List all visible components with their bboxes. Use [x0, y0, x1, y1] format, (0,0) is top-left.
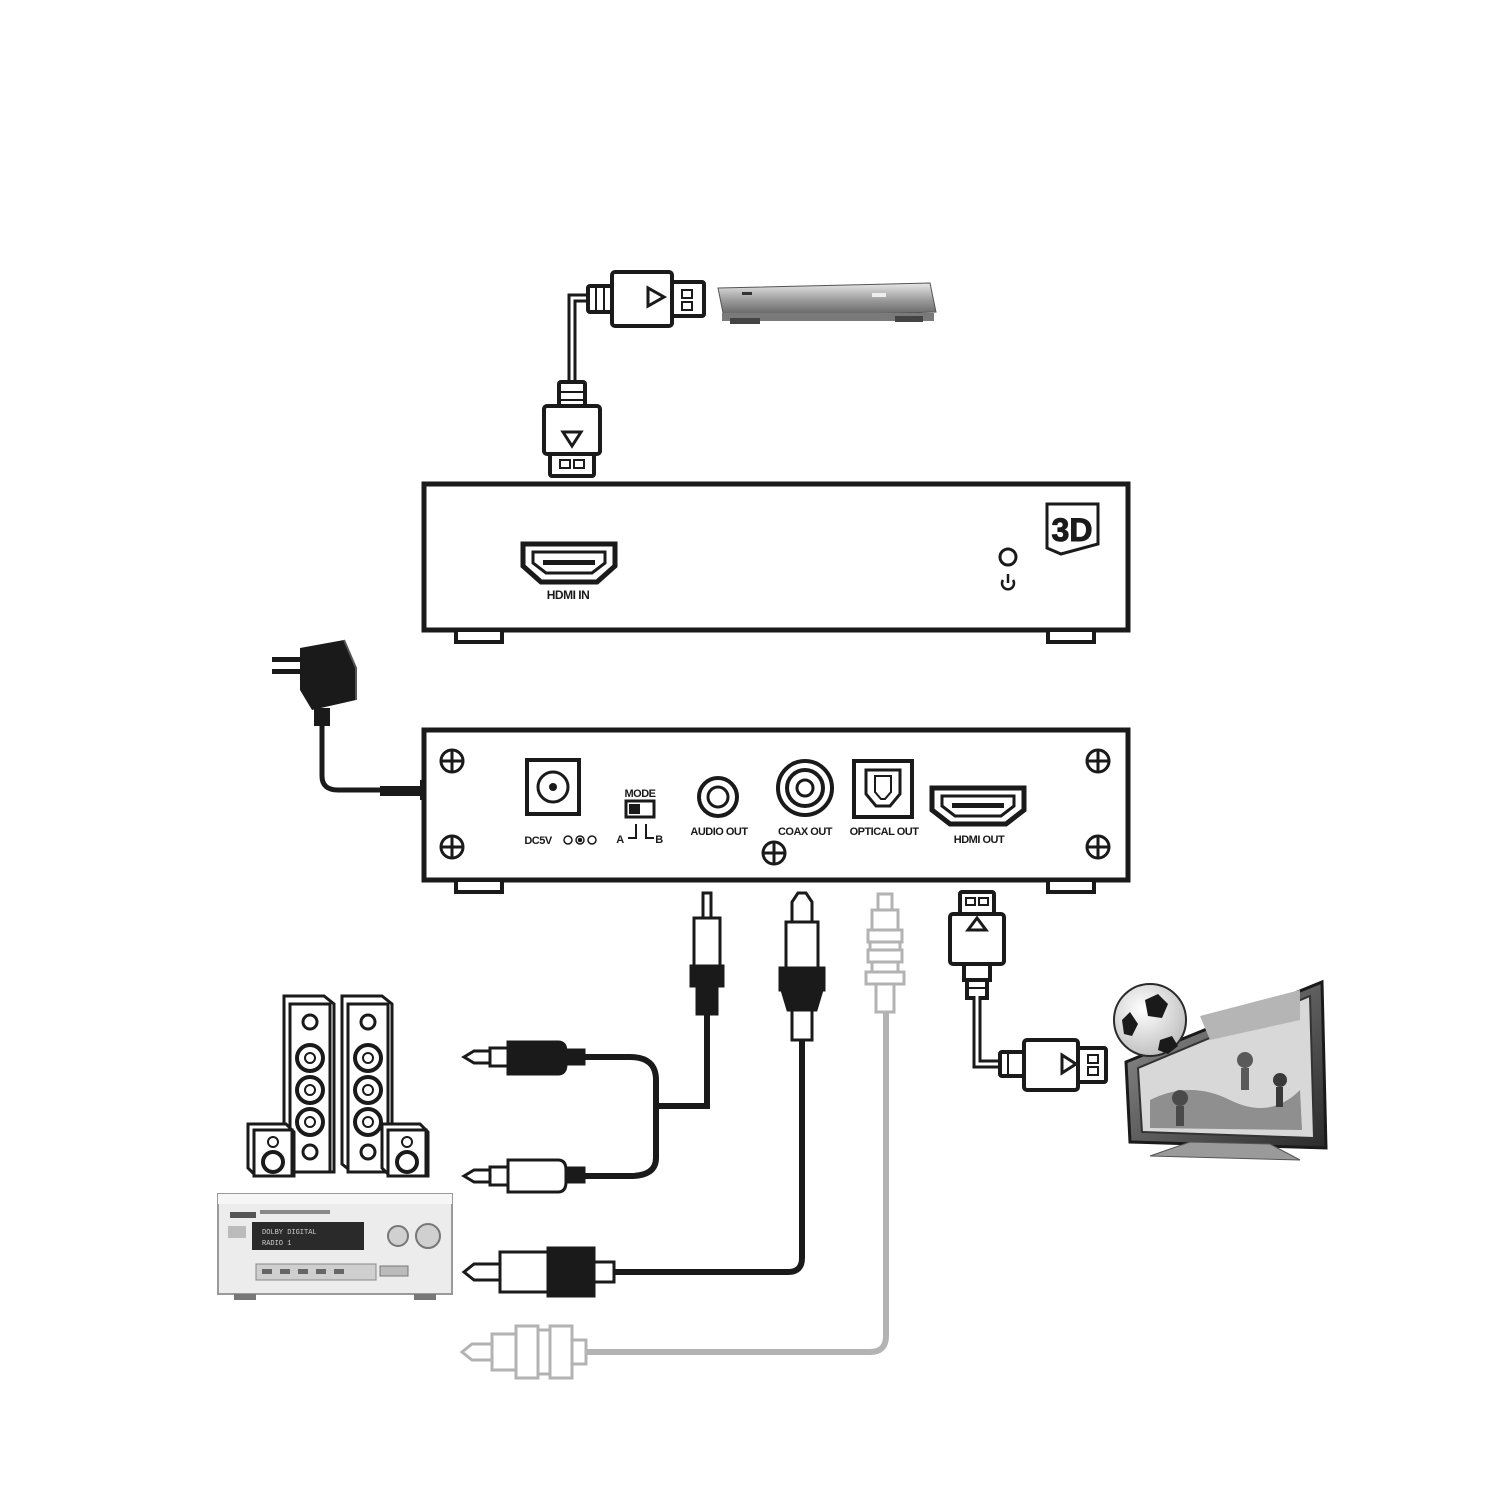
- audio-35mm-plug: [689, 891, 725, 1016]
- power-icon: [1000, 574, 1016, 591]
- hdmi-plug-input-end: [542, 380, 602, 478]
- optical-cable: [585, 1012, 889, 1355]
- hdmi-plug-output-top: [948, 890, 1006, 1000]
- hdmi-input-cable: [567, 293, 590, 392]
- hdmi-plug-tv-end: [998, 1038, 1108, 1092]
- bluray-player: [717, 282, 937, 324]
- optical-out-jack[interactable]: [852, 759, 914, 819]
- screw-top-right: [1085, 748, 1111, 774]
- coax-out-label: COAX OUT: [778, 826, 833, 838]
- 3d-badge-text: 3D: [1052, 512, 1093, 548]
- soccer-ball-icon: [1113, 983, 1187, 1057]
- rca-plug-left-black: [461, 1040, 586, 1076]
- power-adapter: [272, 639, 357, 726]
- audio-out-jack[interactable]: [697, 776, 739, 818]
- hdmi-plug-player-end: [586, 270, 706, 328]
- screw-bottom-center: [761, 840, 787, 866]
- screw-bottom-right: [1085, 834, 1111, 860]
- dc-power-label: DC5V: [524, 835, 553, 847]
- speaker-satellite-left: [246, 1122, 296, 1178]
- coax-rca-plug-top: [778, 891, 826, 1042]
- screw-top-left: [439, 748, 465, 774]
- speaker-satellite-right: [380, 1122, 430, 1178]
- polarity-icon: [563, 835, 597, 845]
- power-led: [998, 547, 1018, 567]
- television: [1124, 979, 1328, 1161]
- dc-power-jack[interactable]: [525, 758, 581, 816]
- audio-out-label: AUDIO OUT: [690, 826, 748, 838]
- av-receiver: DOLBY DIGITAL RADIO 1: [217, 1193, 453, 1300]
- optical-plug-bottom: [459, 1324, 588, 1380]
- receiver-display-line2: RADIO 1: [262, 1240, 291, 1248]
- screw-bottom-left: [439, 834, 465, 860]
- 3d-badge: 3D: [1045, 502, 1100, 556]
- optical-plug-top: [864, 892, 906, 1014]
- hdmi-out-label: HDMI OUT: [954, 834, 1005, 846]
- coax-out-jack[interactable]: [776, 759, 834, 817]
- hdmi-in-label: HDMI IN: [547, 588, 590, 602]
- receiver-display-line1: DOLBY DIGITAL: [262, 1229, 317, 1237]
- mode-b-label: B: [655, 834, 663, 846]
- coax-rca-plug-bottom: [461, 1246, 616, 1298]
- audio-split-cable: [580, 1012, 710, 1179]
- mode-label: MODE: [625, 788, 656, 800]
- mode-switch[interactable]: [624, 799, 656, 839]
- coax-cable: [612, 1040, 805, 1275]
- mode-a-label: A: [616, 834, 624, 846]
- rca-plug-right-white: [461, 1158, 586, 1194]
- hdmi-out-port[interactable]: [929, 785, 1027, 827]
- hdmi-in-port[interactable]: [520, 541, 618, 585]
- optical-out-label: OPTICAL OUT: [850, 826, 920, 838]
